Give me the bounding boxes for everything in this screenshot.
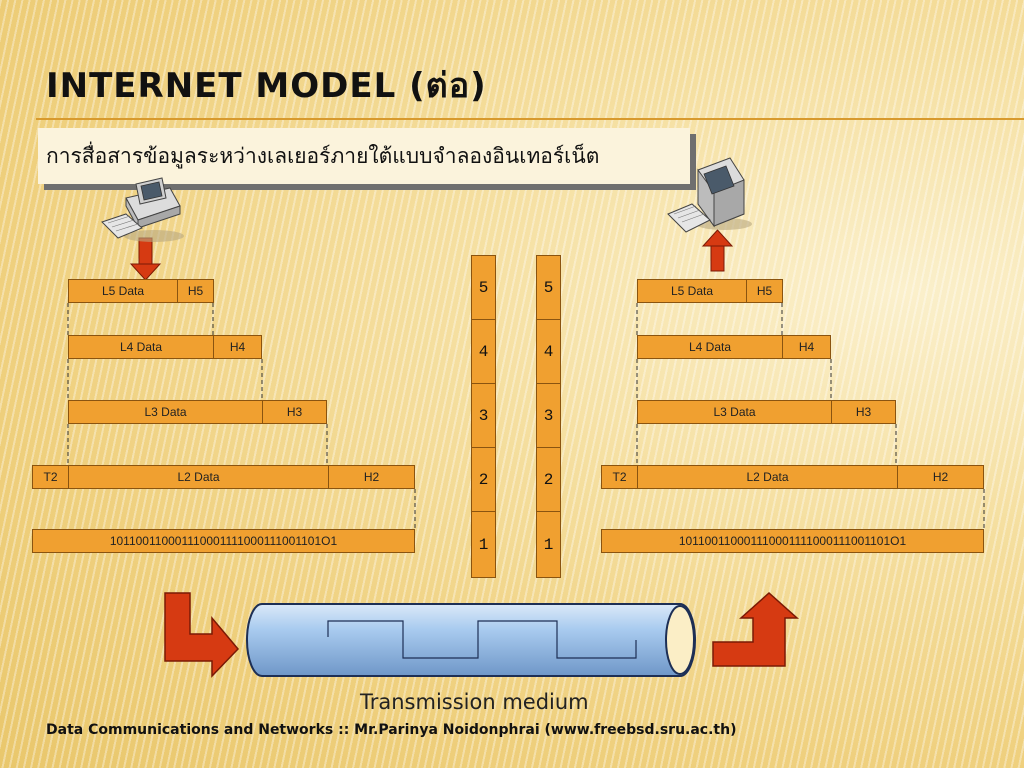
transmission-cable	[246, 603, 696, 677]
receiver-l4-data: L4 Data	[637, 335, 783, 359]
receiver-l2-trailer: T2	[601, 465, 638, 489]
arrow-up-icon	[701, 229, 734, 272]
layer-stack-left: 5 4 3 2 1	[471, 255, 496, 578]
sender-l4-data: L4 Data	[68, 335, 214, 359]
sender-l5-data: L5 Data	[68, 279, 178, 303]
slide-title: INTERNET MODEL (ต่อ)	[46, 66, 487, 106]
layer-cell: 1	[537, 512, 560, 577]
layer-cell: 5	[472, 256, 495, 320]
receiver-l2-data: L2 Data	[637, 465, 898, 489]
medium-caption: Transmission medium	[360, 690, 589, 714]
sender-l2-data: L2 Data	[68, 465, 329, 489]
subtitle-box: การสื่อสารข้อมูลระหว่างเลเยอร์ภายใต้แบบจ…	[38, 128, 690, 184]
layer-cell: 4	[472, 320, 495, 384]
sender-l2-trailer: T2	[32, 465, 69, 489]
computer-icon	[667, 157, 752, 233]
sender-l4-header: H4	[213, 335, 262, 359]
sender-l5-header: H5	[177, 279, 214, 303]
receiver-l3-data: L3 Data	[637, 400, 832, 424]
layer-cell: 3	[472, 384, 495, 448]
sender-l2-header: H2	[328, 465, 415, 489]
layer-stack-right: 5 4 3 2 1	[536, 255, 561, 578]
layer-cell: 5	[537, 256, 560, 320]
receiver-l3-header: H3	[831, 400, 896, 424]
receiver-l2-header: H2	[897, 465, 984, 489]
bent-arrow-right-icon	[164, 592, 240, 678]
slide-footer: Data Communications and Networks :: Mr.P…	[46, 722, 737, 738]
layer-cell: 3	[537, 384, 560, 448]
subtitle-text: การสื่อสารข้อมูลระหว่างเลเยอร์ภายใต้แบบจ…	[46, 144, 600, 168]
sender-bitstream: 101100110001110001111000111001101O1	[32, 529, 415, 553]
sender-l3-header: H3	[262, 400, 327, 424]
computer-icon	[101, 177, 184, 242]
sender-l3-data: L3 Data	[68, 400, 263, 424]
layer-cell: 1	[472, 512, 495, 577]
receiver-l4-header: H4	[782, 335, 831, 359]
receiver-bitstream: 101100110001110001111000111001101O1	[601, 529, 984, 553]
receiver-l5-header: H5	[746, 279, 783, 303]
layer-cell: 4	[537, 320, 560, 384]
arrow-down-icon	[129, 237, 162, 281]
title-divider	[36, 118, 1024, 120]
layer-cell: 2	[472, 448, 495, 512]
layer-cell: 2	[537, 448, 560, 512]
bent-arrow-up-icon	[712, 591, 799, 667]
dashed-guides	[67, 303, 985, 529]
receiver-l5-data: L5 Data	[637, 279, 747, 303]
